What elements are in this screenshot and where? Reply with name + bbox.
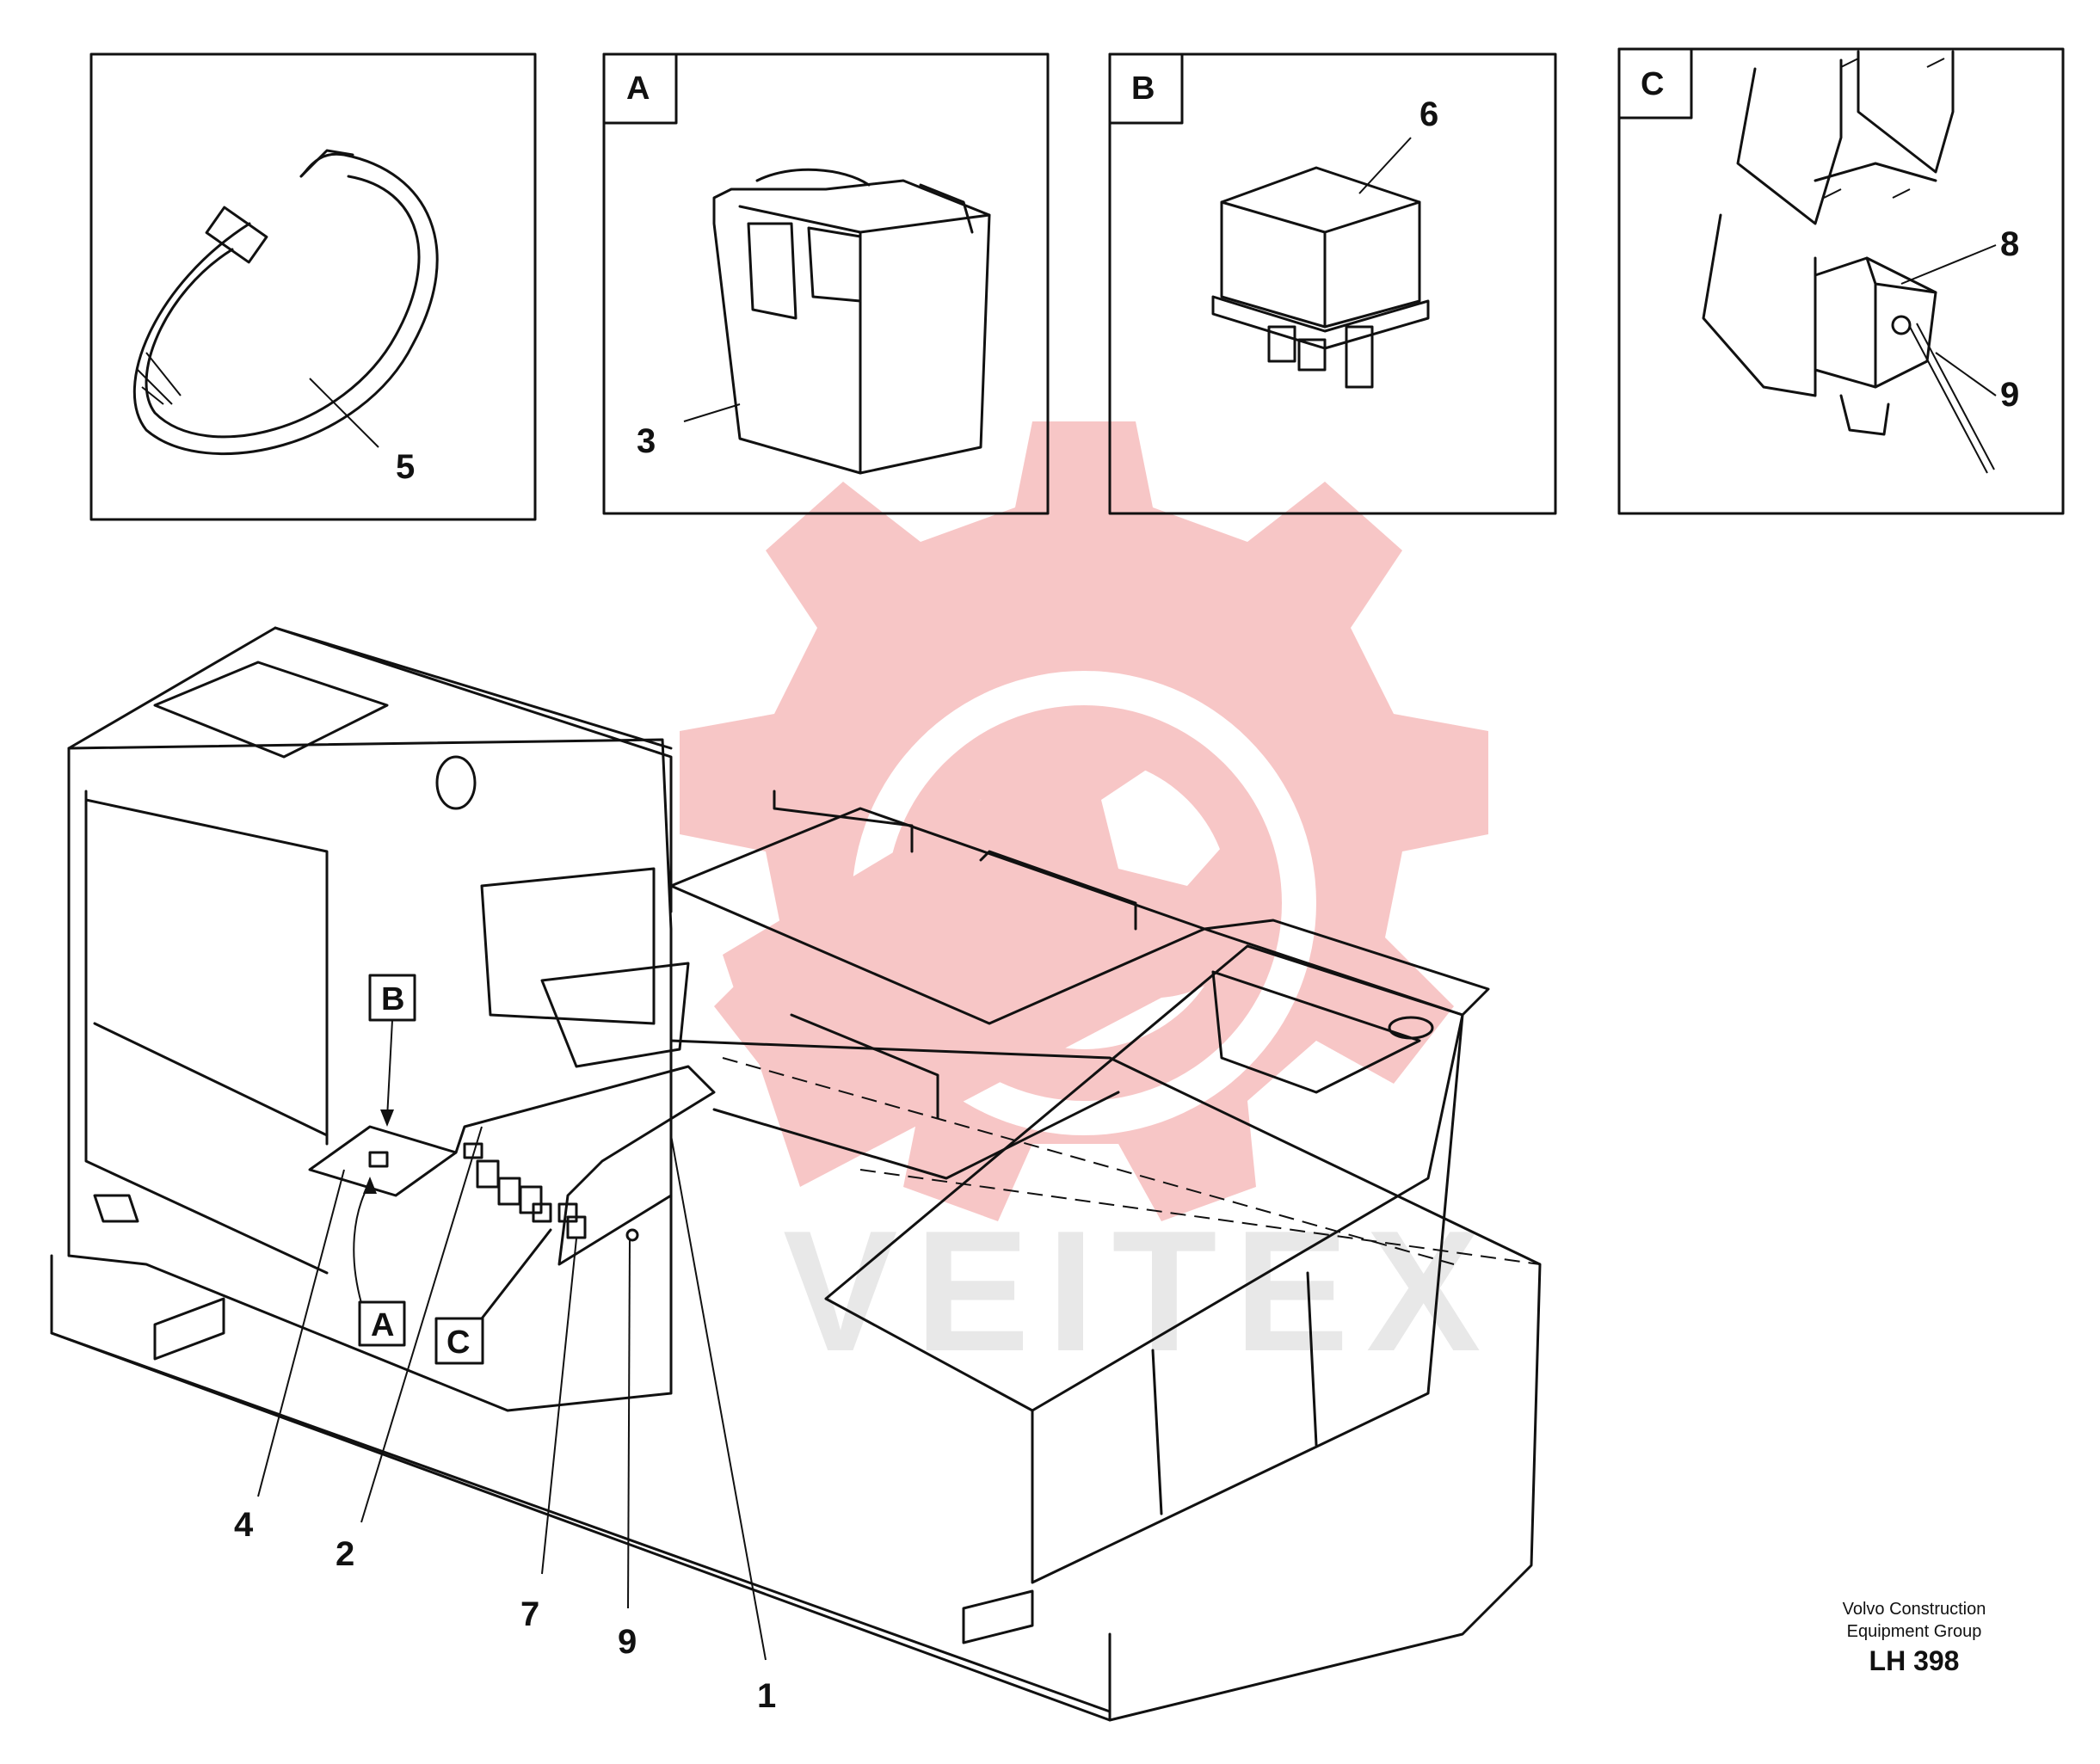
callout-6: 6 [1420,95,1438,133]
detail-panel-cable-tie: 5 [89,52,537,521]
svg-text:A: A [371,1307,394,1343]
panel-a-letter: A [626,71,650,107]
detail-panel-a: A 3 [602,52,1050,515]
callout-5: 5 [396,448,415,486]
relay-cluster [476,1159,587,1239]
panel-c-letter-box [1617,47,1693,120]
footer-block: Volvo Construction Equipment Group LH 39… [1843,1600,1986,1676]
panel-a-letter-box [602,52,678,125]
callout-9: 9 [618,1623,637,1661]
relay-plate-b [308,1125,458,1197]
footer-company-line2: Equipment Group [1847,1622,1982,1641]
callout-box-c: C [434,1228,552,1365]
footer-drawing-code: LH 398 [1869,1645,1960,1676]
panel-b-letter: B [1131,71,1155,107]
cable-tie-drawing [132,149,439,455]
valve-coil-drawing [1702,50,1995,474]
detail-panel-b: B 6 [1108,52,1557,515]
callout-3: 3 [637,422,656,460]
callout-2: 2 [336,1535,354,1573]
callout-7: 7 [520,1595,539,1633]
callout-1: 1 [757,1677,776,1715]
machine-assembly-drawing [50,626,1542,1722]
relay-drawing [1211,166,1430,389]
svg-text:B: B [381,981,404,1017]
panel-c-letter: C [1641,66,1664,102]
svg-text:C: C [446,1325,470,1361]
detail-panel-c: C 8 9 [1617,47,2065,515]
callout-8: 8 [2000,225,2019,263]
watermark-gear-logo [680,421,1488,1221]
callout-box-b: B [368,974,416,1127]
relay-cover-drawing [712,168,991,475]
footer-company-line1: Volvo Construction [1843,1600,1986,1619]
callout-9-detail: 9 [2000,376,2019,414]
panel-b-letter-box [1108,52,1184,125]
callout-box-a: A [353,1177,406,1347]
watermark-text: VEITEX [783,1195,1498,1387]
callout-4: 4 [234,1506,254,1544]
